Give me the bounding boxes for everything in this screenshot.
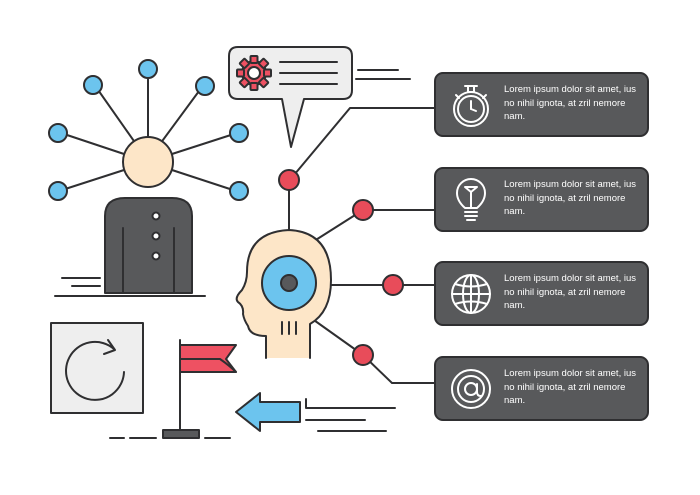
info-text: Lorem ipsum dolor sit amet, ius no nihil… — [504, 368, 636, 406]
flag-icon — [162, 339, 237, 439]
info-text: Lorem ipsum dolor sit amet, ius no nihil… — [504, 84, 636, 122]
node-red — [278, 169, 300, 191]
at-sign-icon — [446, 364, 496, 414]
eye-pupil — [280, 274, 298, 292]
info-box-at-sign: Lorem ipsum dolor sit amet, ius no nihil… — [434, 356, 649, 421]
globe-icon — [446, 269, 496, 319]
network-node-blue — [48, 123, 68, 143]
info-text: Lorem ipsum dolor sit amet, ius no nihil… — [504, 273, 636, 311]
network-node-blue — [195, 76, 215, 96]
node-red — [352, 199, 374, 221]
arrow-left-icon — [235, 392, 396, 432]
shirt-button — [151, 211, 161, 221]
person-head — [122, 136, 174, 188]
node-red — [382, 274, 404, 296]
ground-lines — [54, 277, 206, 297]
gear-icon — [236, 55, 272, 91]
motion-lines — [355, 69, 411, 80]
speech-bubble — [228, 46, 353, 148]
info-box-globe: Lorem ipsum dolor sit amet, ius no nihil… — [434, 261, 649, 326]
info-box-stopwatch: Lorem ipsum dolor sit amet, ius no nihil… — [434, 72, 649, 137]
stopwatch-icon — [446, 80, 496, 130]
network-node-blue — [138, 59, 158, 79]
network-spokes — [58, 68, 238, 192]
refresh-icon — [50, 322, 144, 414]
network-person-group — [48, 59, 249, 297]
shirt-button — [151, 251, 161, 261]
info-box-lightbulb: Lorem ipsum dolor sit amet, ius no nihil… — [434, 167, 649, 232]
network-node-blue — [229, 123, 249, 143]
lightbulb-icon — [446, 175, 496, 225]
person-body — [104, 197, 193, 294]
network-node-blue — [48, 181, 68, 201]
node-red — [352, 344, 374, 366]
network-node-blue — [83, 75, 103, 95]
bubble-text-lines — [279, 61, 338, 85]
info-text: Lorem ipsum dolor sit amet, ius no nihil… — [504, 179, 636, 217]
shirt-button — [151, 231, 161, 241]
network-node-blue — [229, 181, 249, 201]
